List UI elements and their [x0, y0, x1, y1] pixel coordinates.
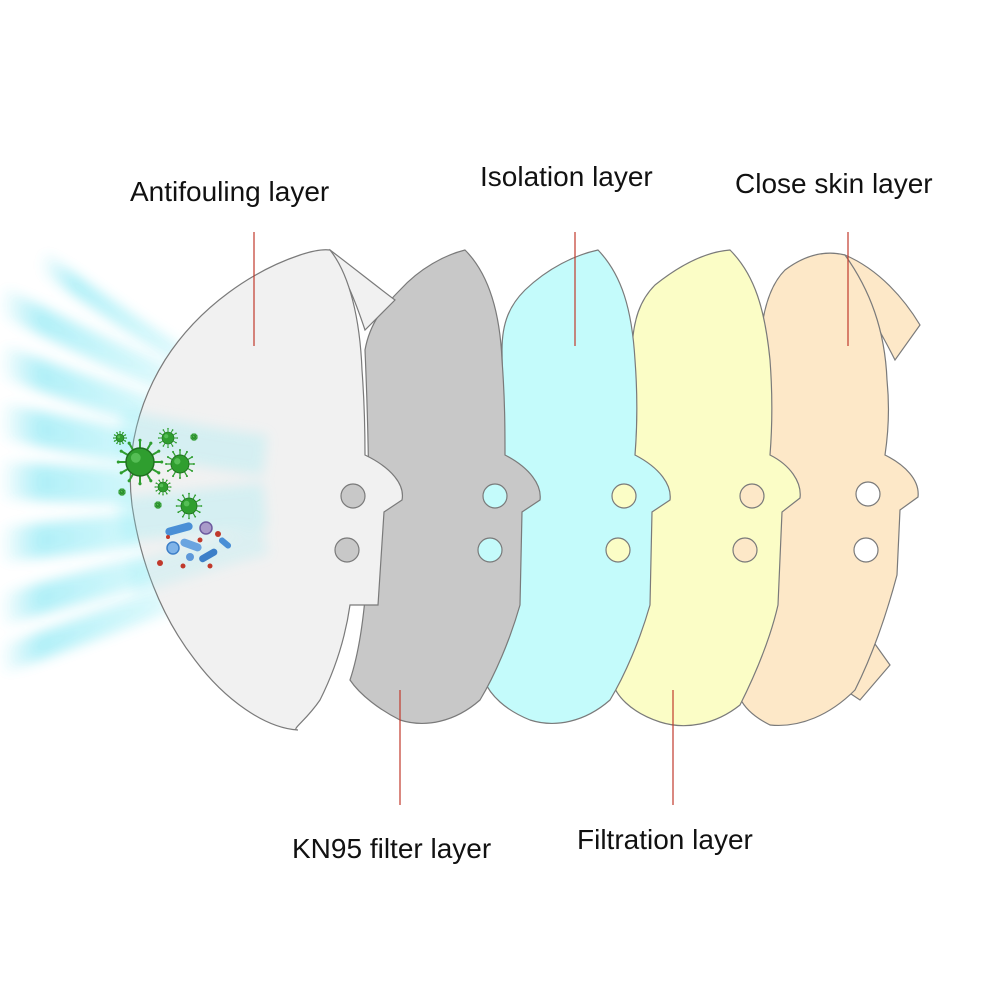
filtration-layer-label: Filtration layer [577, 824, 753, 855]
antifouling-layer-label: Antifouling layer [130, 176, 330, 207]
virus-icon [113, 427, 203, 520]
virus-icon [157, 427, 179, 449]
virus-icon [154, 501, 162, 509]
virus-icon [175, 492, 203, 520]
kn95-filter-layer-label: KN95 filter layer [292, 833, 492, 864]
close-skin-layer-label: Close skin layer [735, 168, 933, 199]
kn95-filter-layer-shape [349, 249, 541, 724]
virus-icon [165, 449, 195, 479]
virus-icon [190, 433, 198, 441]
bacteria-icon [157, 521, 232, 569]
virus-icon [116, 438, 164, 486]
virus-icon [118, 488, 126, 496]
close-skin-layer-shape [735, 252, 921, 727]
antifouling-layer-shape [129, 248, 404, 731]
isolation-layer-shape [483, 249, 671, 724]
isolation-layer-label: Isolation layer [480, 161, 653, 192]
virus-icon [154, 478, 172, 496]
leader-lines [253, 232, 849, 805]
virus-icon [113, 431, 127, 446]
